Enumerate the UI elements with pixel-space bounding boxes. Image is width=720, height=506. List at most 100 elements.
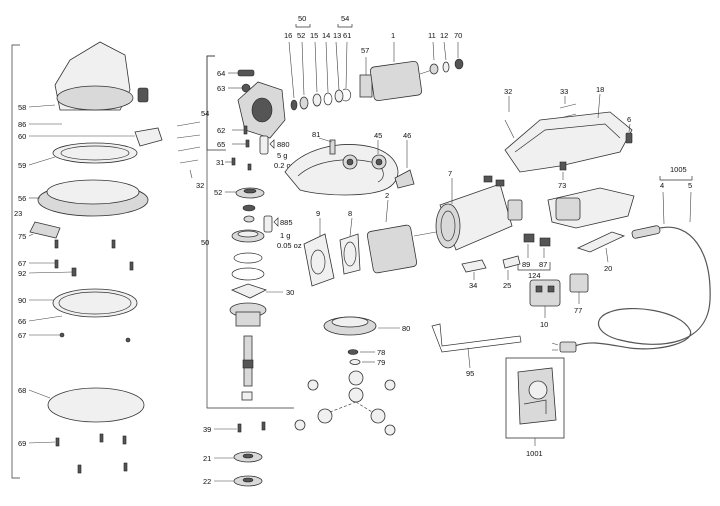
pin	[111, 239, 116, 249]
leader-52a	[301, 41, 305, 96]
label-57: 57	[361, 46, 369, 55]
label-86: 86	[18, 120, 26, 129]
bracket-23	[11, 44, 20, 479]
leader-18	[597, 93, 601, 119]
label-79: 79	[377, 358, 385, 367]
flange-56-top	[46, 179, 140, 205]
leader-75	[28, 233, 34, 237]
left-assembly-group: 23 58 86 60 59 56 75 67 92 90 66 67 68 6…	[11, 41, 163, 479]
arrow-885	[273, 217, 279, 227]
label-69: 69	[18, 439, 26, 448]
label-25: 25	[503, 281, 511, 290]
leader-81	[318, 137, 333, 143]
bow-handle-81	[284, 144, 399, 196]
screw	[261, 421, 266, 431]
label-50a: 50	[201, 238, 209, 247]
label-2: 2	[385, 191, 389, 200]
pin-67	[54, 259, 59, 269]
bevel-gear-52-hub	[243, 188, 257, 194]
pad-80-top	[331, 316, 369, 328]
label-77: 77	[574, 306, 582, 315]
sheet-25	[502, 255, 521, 269]
bracket-124	[517, 262, 551, 271]
label-9: 9	[316, 209, 320, 218]
label-58: 58	[18, 103, 26, 112]
gear-52	[299, 96, 309, 110]
pin	[247, 163, 252, 171]
screw-67	[59, 332, 65, 338]
hood-port	[137, 87, 149, 103]
label-18: 18	[596, 85, 604, 94]
leader-14	[325, 41, 329, 93]
spring-ring-68	[47, 387, 145, 423]
brush-wheel	[384, 424, 396, 436]
label-50b: 50	[298, 14, 306, 23]
lever-75	[29, 221, 61, 239]
field-coil-2	[366, 224, 418, 274]
label-54b: 54	[341, 14, 349, 23]
field-wire	[413, 231, 437, 237]
clip-60	[134, 127, 163, 147]
label-39: 39	[203, 425, 211, 434]
spring-73	[559, 161, 567, 171]
switch-10	[529, 279, 561, 307]
label-21: 21	[203, 454, 211, 463]
label-1: 1	[391, 31, 395, 40]
cable-coil	[574, 307, 692, 350]
pin	[54, 239, 59, 249]
brush-wheel	[307, 379, 319, 391]
screw	[176, 134, 201, 139]
leader-16	[288, 41, 295, 99]
label-92: 92	[18, 269, 26, 278]
pin	[129, 261, 134, 271]
adapter-plate-hole	[528, 380, 548, 400]
grease-880-ounces: 0.2 oz	[274, 161, 295, 170]
switch-10-terminal	[547, 285, 555, 293]
ring-12	[442, 61, 450, 73]
bearing-flange-body	[235, 311, 261, 327]
leader-5	[689, 191, 692, 223]
label-23: 23	[14, 209, 22, 218]
label-87: 87	[539, 260, 547, 269]
rear-housing-group: 32 33 18 6 73	[504, 85, 635, 229]
leader-8	[349, 217, 353, 237]
screw	[77, 464, 82, 474]
screw	[123, 462, 128, 472]
label-73: 73	[558, 181, 566, 190]
plug-pin	[551, 342, 559, 346]
clamp-nut-22-hub	[242, 477, 254, 483]
leader-32	[189, 169, 193, 179]
label-63: 63	[217, 84, 225, 93]
flange-21-hub	[242, 453, 254, 459]
leader-12	[443, 41, 447, 61]
grease-885-label: 885	[280, 218, 293, 227]
brush-wheel	[294, 419, 306, 431]
label-1005: 1005	[670, 165, 687, 174]
label-12: 12	[440, 31, 448, 40]
bracket-50b	[295, 24, 311, 28]
leader-11	[432, 41, 435, 61]
bushing	[241, 391, 253, 401]
gear-ring-teeth	[58, 291, 132, 315]
bearing-13	[334, 89, 344, 103]
part-64	[237, 69, 255, 77]
screw	[99, 433, 104, 443]
screw	[179, 159, 199, 164]
label-89: 89	[522, 260, 530, 269]
screw-69	[55, 437, 60, 447]
commutator	[359, 74, 373, 98]
label-6: 6	[627, 115, 631, 124]
handle-housing-18-detail	[514, 123, 621, 153]
armature-1	[369, 60, 423, 102]
label-68: 68	[18, 386, 26, 395]
motor-housing-7-front	[435, 203, 461, 249]
bracket-54	[206, 55, 226, 151]
leader-59	[28, 156, 56, 166]
label-10: 10	[540, 320, 548, 329]
label-90: 90	[18, 296, 26, 305]
label-31: 31	[216, 158, 224, 167]
screw	[504, 119, 515, 139]
fan-9	[303, 233, 335, 287]
bearing-70	[454, 58, 464, 70]
